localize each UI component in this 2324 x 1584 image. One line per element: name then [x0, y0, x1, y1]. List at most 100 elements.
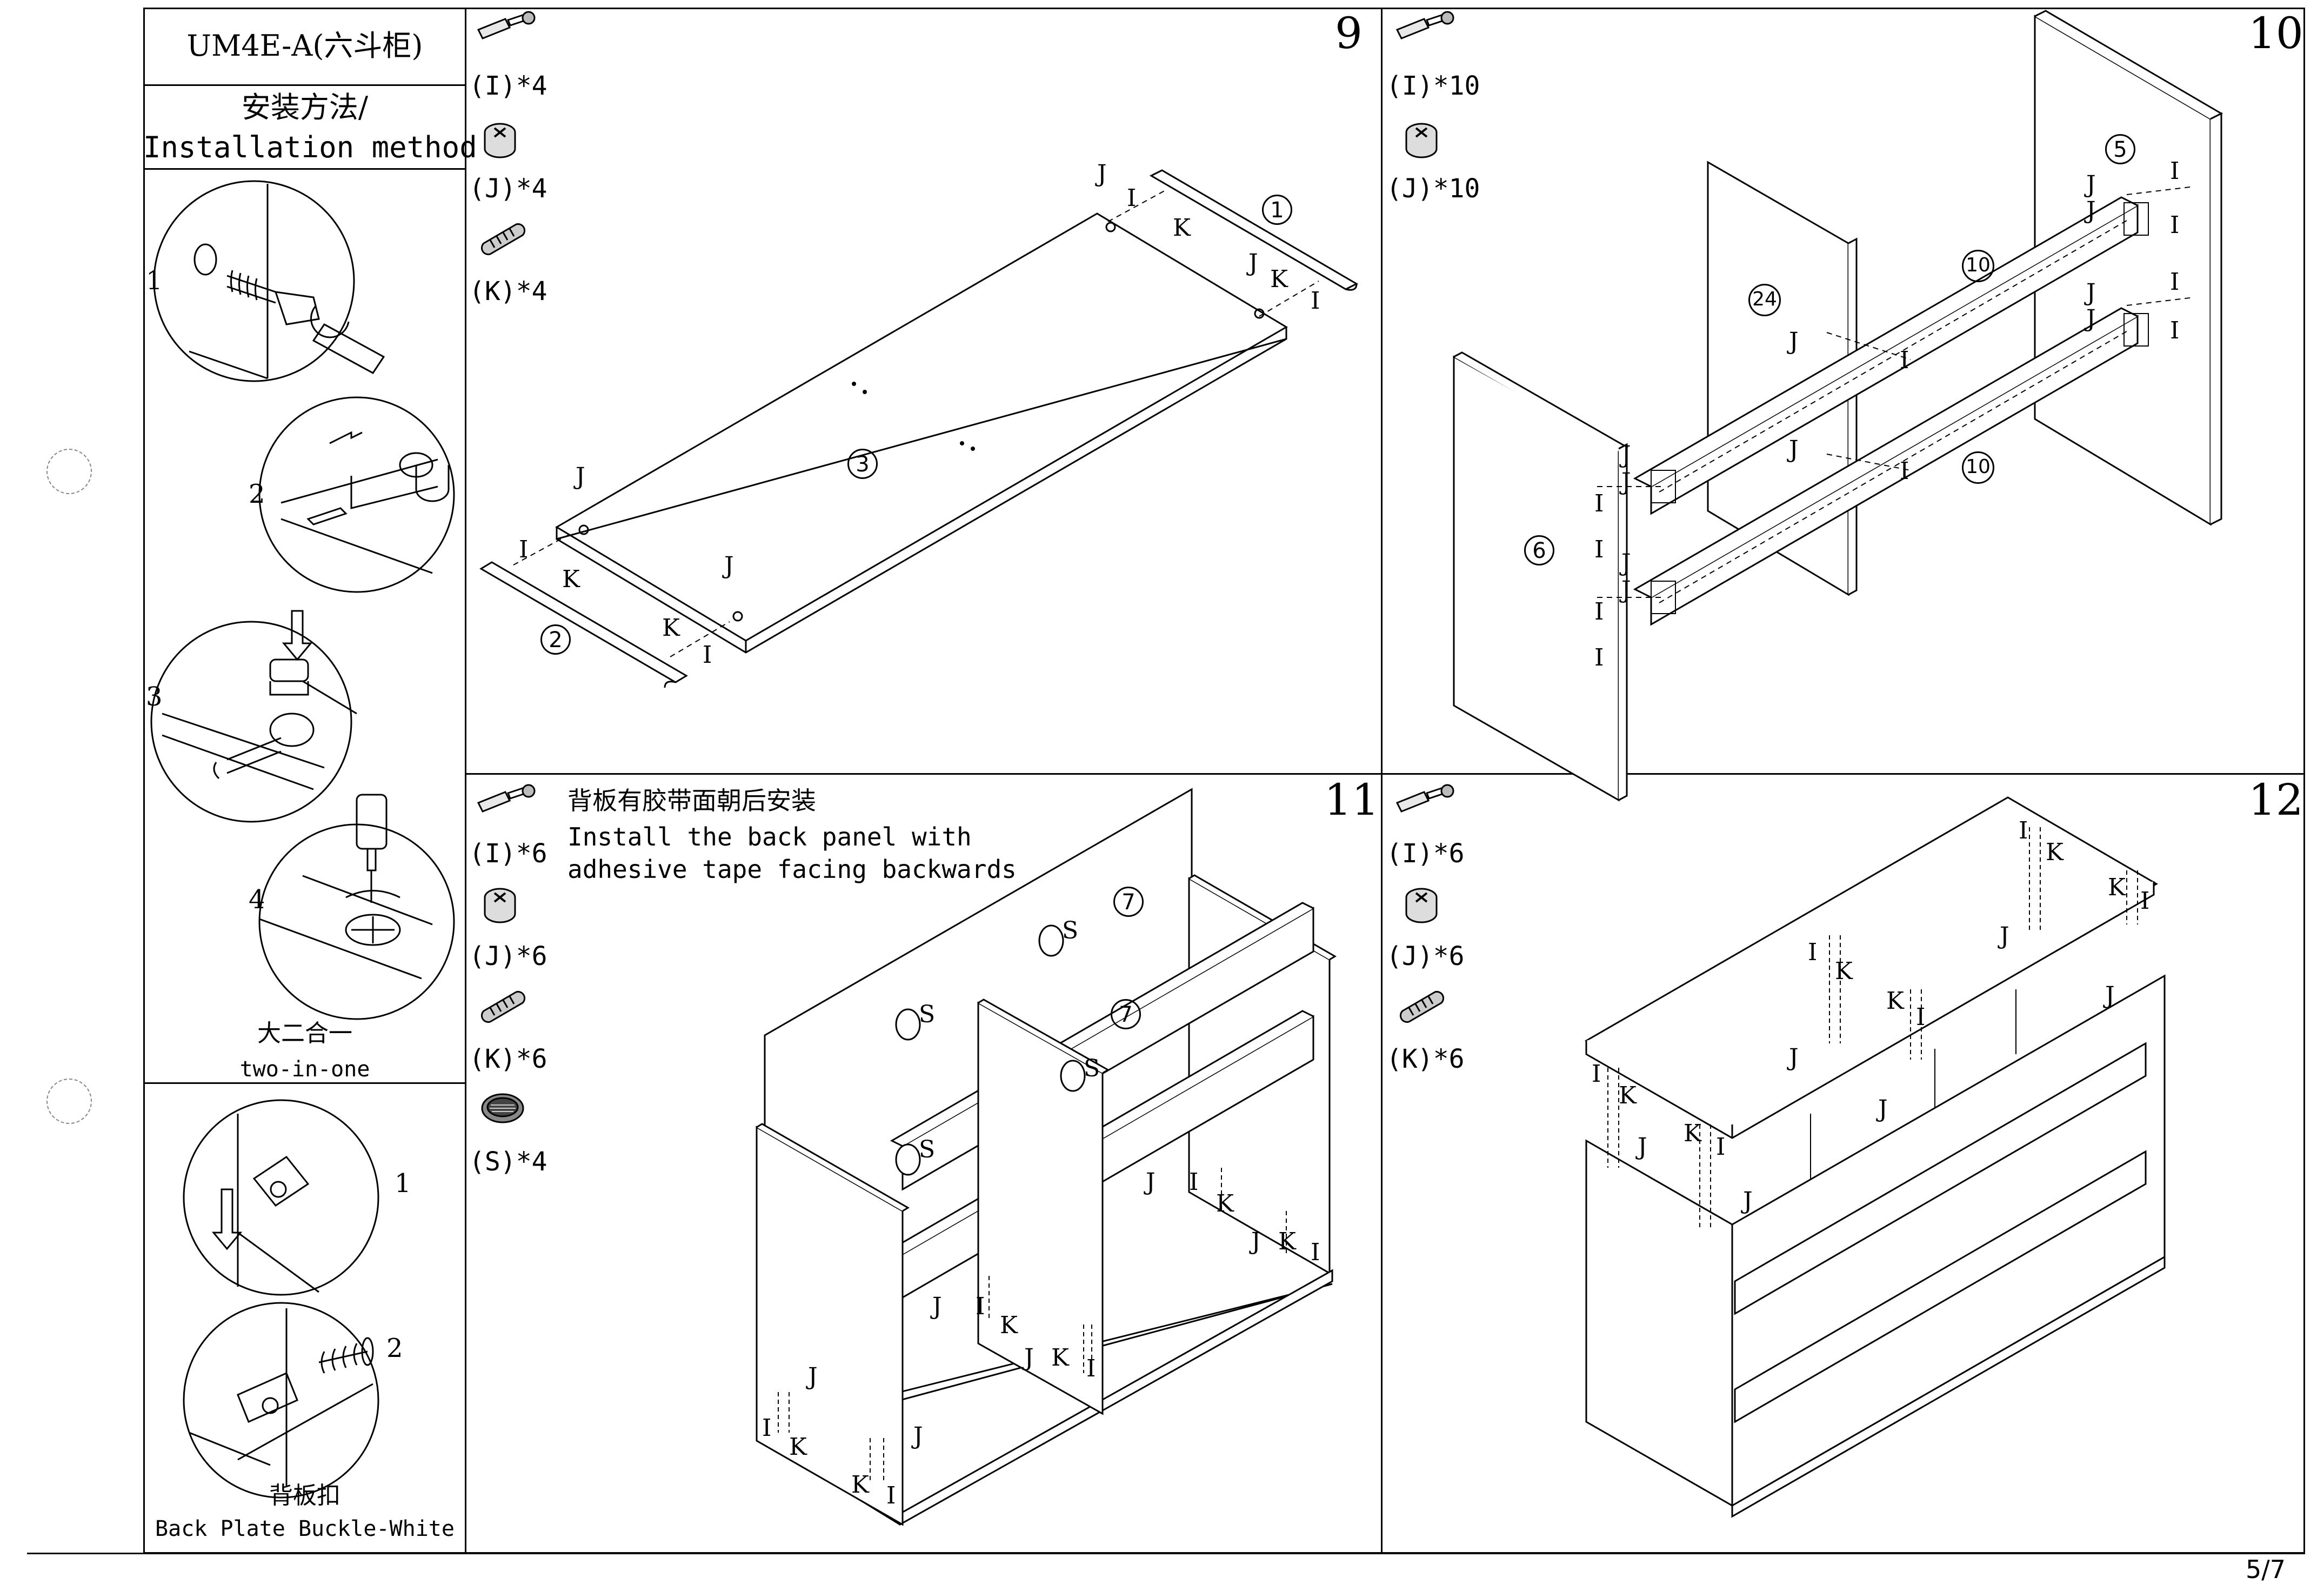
part-label-k: K: [1270, 265, 1288, 293]
part-label-i: I: [1311, 1239, 1320, 1266]
step-number: 9: [1335, 8, 1363, 58]
step-number: 11: [1324, 775, 1379, 825]
part-label-k: K: [1886, 987, 1904, 1015]
detail-circle-2: [258, 396, 455, 593]
buckle-caption-cn: 背板扣: [269, 1482, 340, 1509]
part-label-j: J: [1621, 468, 1631, 496]
installation-heading-en: Installation method: [143, 130, 477, 164]
part-label-j: J: [1248, 249, 1258, 277]
part-number: 7: [1119, 1002, 1133, 1027]
sidebar-heading-box: [143, 84, 466, 170]
back-panel-note-en-1: Install the back panel with: [567, 822, 972, 851]
part-number: 5: [2113, 137, 2127, 162]
step-number: 12: [2248, 775, 2303, 825]
part-number: 10: [1966, 456, 1991, 478]
part-number: 6: [1532, 538, 1546, 563]
hardware-count: (J)*6: [469, 941, 547, 971]
part-label-i: I: [1808, 939, 1818, 966]
part-label-k: K: [1051, 1344, 1069, 1372]
two-in-one-step-4: 4: [249, 884, 265, 915]
part-label-k: K: [1173, 214, 1191, 242]
part-label-j: J: [1789, 436, 1799, 463]
part-label-j: J: [2000, 922, 2009, 950]
buckle-step-2: 2: [386, 1333, 403, 1363]
part-label-i: I: [1916, 1003, 1926, 1031]
part-label-i: I: [1594, 490, 1604, 517]
part-label-i: I: [2170, 157, 2180, 185]
buckle-caption-en: Back Plate Buckle-White: [155, 1516, 455, 1541]
part-label-k: K: [662, 614, 680, 642]
part-label-i: I: [1086, 1355, 1096, 1382]
detail-circle-6: [183, 1302, 379, 1499]
back-panel-note-cn: 背板有胶带面朝后安装: [567, 786, 816, 815]
part-label-s: S: [1062, 917, 1079, 944]
part-number-badge: [1962, 451, 1994, 484]
part-label-i: I: [2170, 268, 2180, 296]
part-label-k: K: [2046, 838, 2063, 866]
part-label-k: K: [1619, 1082, 1637, 1109]
part-label-i: I: [1594, 536, 1604, 563]
part-label-k: K: [1216, 1190, 1234, 1217]
two-in-one-step-2: 2: [249, 479, 265, 509]
part-label-j: J: [1789, 1044, 1799, 1071]
part-number: 1: [1270, 198, 1284, 223]
punch-hole: [46, 449, 92, 494]
part-label-k: K: [789, 1433, 807, 1461]
hardware-count: (J)*4: [469, 174, 547, 204]
part-label-i: I: [1900, 457, 1909, 485]
part-number-badge: [2105, 134, 2135, 164]
part-label-j: J: [1024, 1344, 1034, 1372]
hardware-count: (I)*4: [469, 71, 547, 101]
two-in-one-caption-cn: 大二合一: [257, 1020, 352, 1047]
part-label-j: J: [1097, 160, 1107, 188]
two-in-one-step-3: 3: [146, 682, 163, 712]
part-number-badge: [847, 449, 878, 479]
part-label-j: J: [1743, 1187, 1753, 1215]
part-number: 24: [1752, 288, 1777, 310]
part-label-i: I: [1900, 347, 1909, 374]
detail-circle-3: [150, 621, 352, 823]
part-label-j: J: [576, 463, 585, 490]
part-label-i: I: [1189, 1168, 1199, 1196]
hardware-count: (I)*6: [469, 838, 547, 869]
part-label-i: I: [2170, 317, 2180, 344]
part-label-i: I: [762, 1414, 772, 1442]
part-label-i: I: [1594, 598, 1604, 625]
part-number-badge: [1524, 535, 1554, 565]
two-in-one-caption-en: two-in-one: [239, 1057, 370, 1082]
part-label-j: J: [1621, 576, 1631, 604]
part-label-i: I: [886, 1482, 896, 1509]
part-label-i: I: [976, 1293, 985, 1320]
hardware-count: (S)*4: [469, 1147, 547, 1177]
part-number-badge: [1111, 999, 1141, 1029]
part-label-k: K: [1000, 1312, 1018, 1339]
part-label-j: J: [932, 1293, 942, 1320]
part-label-i: I: [519, 536, 529, 563]
part-label-j: J: [2086, 279, 2096, 307]
hardware-count: (J)*6: [1386, 941, 1465, 971]
part-label-i: I: [1716, 1133, 1726, 1161]
part-number: 10: [1966, 254, 1991, 276]
back-panel-note-en-2: adhesive tape facing backwards: [567, 855, 1017, 884]
hardware-count: (J)*10: [1386, 174, 1480, 204]
hardware-count: (K)*6: [1386, 1044, 1465, 1074]
model-title: UM4E-A(六斗柜): [186, 29, 423, 63]
installation-heading-cn: 安装方法/: [241, 90, 369, 124]
footer-line-top: [27, 1553, 2305, 1554]
part-number-badge: [1748, 284, 1781, 316]
part-label-i: I: [2170, 211, 2180, 239]
part-label-i: I: [2019, 817, 2028, 844]
panel-divider-horizontal: [465, 773, 2305, 775]
part-label-j: J: [1146, 1168, 1156, 1196]
part-label-i: I: [2140, 887, 2150, 915]
hardware-count: (I)*6: [1386, 838, 1465, 869]
part-label-i: I: [1592, 1060, 1601, 1088]
part-label-j: J: [808, 1363, 818, 1390]
part-number-badge: [1113, 887, 1144, 917]
part-label-j: J: [1789, 328, 1799, 355]
part-label-k: K: [1278, 1228, 1296, 1255]
sidebar-divider: [465, 8, 466, 1554]
part-label-s: S: [919, 1001, 936, 1028]
